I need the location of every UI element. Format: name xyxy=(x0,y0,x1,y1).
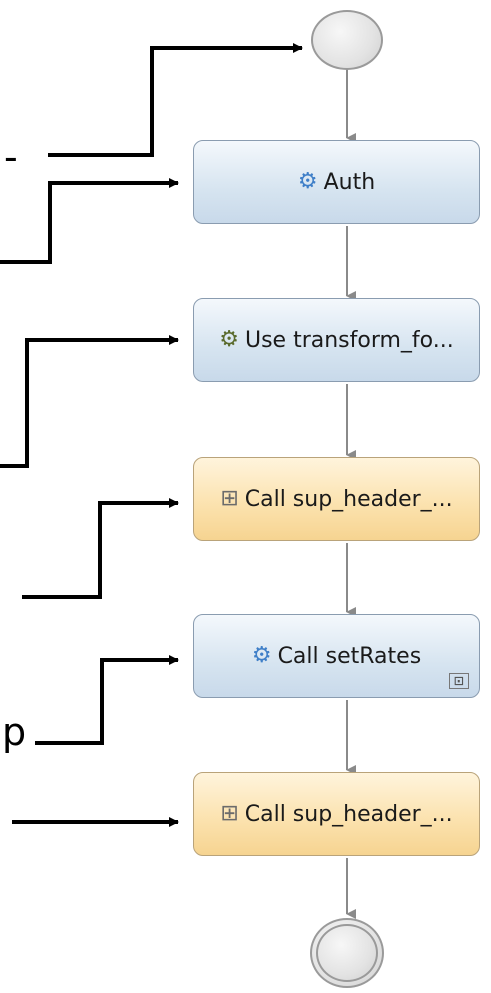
node-use-transform[interactable]: ⚙ Use transform_fo... xyxy=(193,298,480,382)
node-label: Call sup_header_... xyxy=(244,486,453,512)
cut-text-bottom: p xyxy=(2,710,27,754)
node-label: Use transform_fo... xyxy=(244,327,454,353)
node-label: Call sup_header_... xyxy=(244,801,453,827)
invoke-icon: ⊞ xyxy=(220,801,239,826)
invoke-icon: ⊞ xyxy=(220,486,239,511)
callout-arrow-auth xyxy=(0,178,179,264)
gear-icon: ⚙ xyxy=(251,643,272,668)
map-icon: ⊡ xyxy=(449,673,469,689)
callout-arrow-setrates xyxy=(35,655,179,745)
node-call-sup-header-1[interactable]: ⊞ Call sup_header_... xyxy=(193,457,480,541)
node-label: Auth xyxy=(323,169,376,195)
node-call-setrates[interactable]: ⚙ Call setRates ⊡ xyxy=(193,614,480,698)
end-node-inner-ring xyxy=(316,924,378,982)
transform-icon: ⚙ xyxy=(219,327,239,352)
callout-arrow-call1 xyxy=(22,498,179,599)
callout-arrow-transform xyxy=(0,335,179,468)
node-auth[interactable]: ⚙ Auth xyxy=(193,140,480,224)
node-call-sup-header-2[interactable]: ⊞ Call sup_header_... xyxy=(193,772,480,856)
start-node[interactable] xyxy=(311,10,383,70)
gear-icon: ⚙ xyxy=(297,169,318,194)
node-label: Call setRates xyxy=(277,643,422,669)
callout-arrow-start xyxy=(48,43,303,157)
cut-text-top: - xyxy=(4,135,18,179)
